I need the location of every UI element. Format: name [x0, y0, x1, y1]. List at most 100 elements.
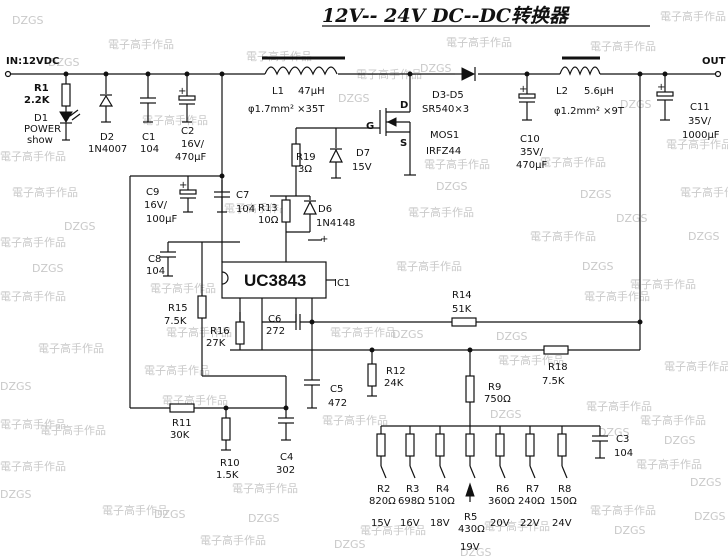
mos1-pin-g: G: [366, 121, 374, 132]
watermark-en: DZGS: [48, 56, 80, 69]
watermark-cn: 電子高手作品: [640, 413, 706, 427]
c3-value: 104: [614, 448, 633, 459]
l1-value: 47μH: [298, 86, 325, 97]
watermark-cn: 電子高手作品: [246, 49, 312, 63]
c8-capacitor: [160, 241, 240, 277]
selector-ref: R4: [436, 484, 449, 495]
r10-value: 1.5K: [216, 470, 239, 481]
c2-value2: 470μF: [175, 152, 206, 163]
r14-ref: R14: [452, 290, 472, 301]
r15-value: 7.5K: [164, 316, 187, 327]
selector-voltage: 16V: [400, 518, 420, 529]
watermark-cn: 電子高手作品: [200, 533, 266, 547]
output-terminal: [714, 70, 722, 78]
selector-ref: R7: [526, 484, 539, 495]
l2-spec: φ1.2mm² ×9T: [554, 106, 625, 117]
watermark-en: DZGS: [248, 512, 280, 525]
watermark-en: DZGS: [32, 262, 64, 275]
r11-value: 30K: [170, 430, 190, 441]
d6-value: 1N4148: [316, 218, 355, 229]
watermark-en: DZGS: [420, 62, 452, 75]
c5-capacitor: [304, 322, 320, 409]
watermark-en: DZGS: [338, 92, 370, 105]
watermark-cn: 電子高手作品: [498, 353, 564, 367]
r12-resistor: [367, 347, 377, 397]
c1-value: 104: [140, 144, 159, 155]
watermark-cn: 電子高手作品: [636, 457, 702, 471]
svg-text:+: +: [657, 82, 665, 93]
watermark-cn: 電子高手作品: [396, 259, 462, 273]
d2-diode: [98, 74, 114, 123]
selector-ref: R2: [377, 484, 390, 495]
c8-value: 104: [146, 266, 165, 277]
watermark-en: DZGS: [690, 476, 722, 489]
c5-value: 472: [328, 398, 347, 409]
c9-value: 16V/: [144, 200, 168, 211]
watermark-en: DZGS: [614, 524, 646, 537]
watermark-en: DZGS: [694, 510, 726, 523]
selector-value: 820Ω: [369, 496, 396, 507]
r12-value: 24K: [384, 378, 404, 389]
watermark-cn: 電子高手作品: [224, 201, 290, 215]
watermark-cn: 電子高手作品: [12, 185, 78, 199]
power-led-branch: [59, 74, 81, 141]
watermark-en: DZGS: [154, 508, 186, 521]
c1-ref: C1: [142, 132, 155, 143]
watermark-cn: 電子高手作品: [660, 9, 726, 23]
d7-value: 15V: [352, 162, 372, 173]
watermark-cn: 電子高手作品: [664, 359, 728, 373]
selector-bus: [381, 425, 608, 502]
watermark-cn: 電子高手作品: [584, 289, 650, 303]
c10-capacitor: +: [518, 74, 536, 121]
selector-voltage: 20V: [490, 518, 510, 529]
watermark-cn: 電子高手作品: [142, 113, 208, 127]
watermark-en: DZGS: [12, 14, 44, 27]
watermark-cn: 電子高手作品: [680, 185, 728, 199]
watermark-en: DZGS: [490, 408, 522, 421]
watermark-en: DZGS: [64, 220, 96, 233]
watermark-en: DZGS: [620, 98, 652, 111]
watermark-cn: 電子高手作品: [484, 519, 550, 533]
r14-value: 51K: [452, 304, 472, 315]
l2-inductor: [559, 56, 601, 76]
watermark-cn: 電子高手作品: [144, 363, 210, 377]
d1-line2: show: [27, 135, 53, 146]
c2-ref: C2: [181, 126, 194, 137]
c8-ref: C8: [148, 254, 161, 265]
r1-value: 2.2K: [24, 95, 51, 106]
d3-d5-diode: [455, 67, 476, 81]
r16-ref: R16: [210, 326, 230, 337]
l2-ref: L2: [556, 86, 568, 97]
watermark-en: DZGS: [0, 380, 32, 393]
watermark-en: DZGS: [436, 180, 468, 193]
selector-ref: R3: [406, 484, 419, 495]
selector-value: 698Ω: [398, 496, 425, 507]
watermark-en: DZGS: [582, 260, 614, 273]
d1-ref: D1: [34, 113, 48, 124]
c10-ref: C10: [520, 134, 540, 145]
ic1-chip: +: [221, 234, 336, 350]
c9-ref: C9: [146, 187, 159, 198]
selector-voltage: 15V: [371, 518, 391, 529]
d2-value: 1N4007: [88, 144, 127, 155]
r18-value: 7.5K: [542, 376, 565, 387]
c5-ref: C5: [330, 384, 343, 395]
watermark-cn: 電子高手作品: [0, 459, 66, 473]
watermark-cn: 電子高手作品: [630, 277, 696, 291]
c2-capacitor: +: [178, 74, 196, 123]
c9-capacitor: +: [179, 176, 197, 213]
r13-value: 10Ω: [258, 215, 279, 226]
input-terminal: [4, 70, 12, 78]
r1-ref: R1: [34, 83, 49, 94]
r9-value: 750Ω: [484, 394, 511, 405]
mos1-pin-d: D: [400, 100, 408, 111]
selector-voltage: 18V: [430, 518, 450, 529]
watermark-cn: 電子高手作品: [0, 289, 66, 303]
watermark-layer: 電子高手作品電子高手作品電子高手作品電子高手作品電子高手作品電子高手作品電子高手…: [0, 9, 728, 556]
watermark-en: DZGS: [0, 488, 32, 501]
